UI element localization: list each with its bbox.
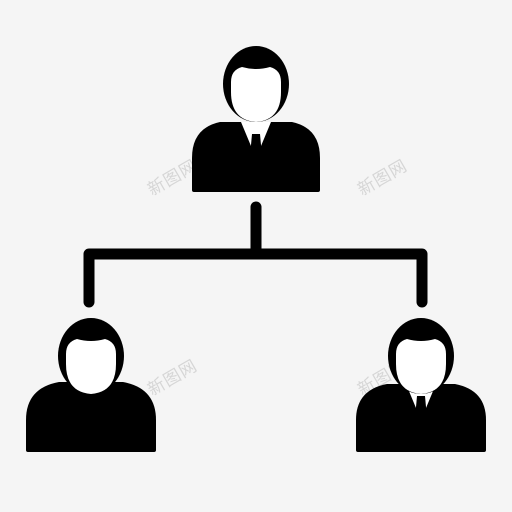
person-icon	[26, 318, 156, 452]
watermark-text: 新图网	[355, 156, 412, 200]
person-with-tie-icon	[356, 318, 486, 452]
watermarks: 新图网 新图网 新图网 新图网	[145, 156, 412, 400]
connector-right	[250, 248, 428, 308]
connector-lines	[83, 201, 428, 308]
person-with-tie-icon	[192, 46, 320, 192]
member-left-node	[26, 318, 156, 452]
connector-left	[83, 248, 262, 308]
manager-node	[192, 46, 320, 192]
watermark-text: 新图网	[145, 356, 202, 400]
member-right-node	[356, 318, 486, 452]
